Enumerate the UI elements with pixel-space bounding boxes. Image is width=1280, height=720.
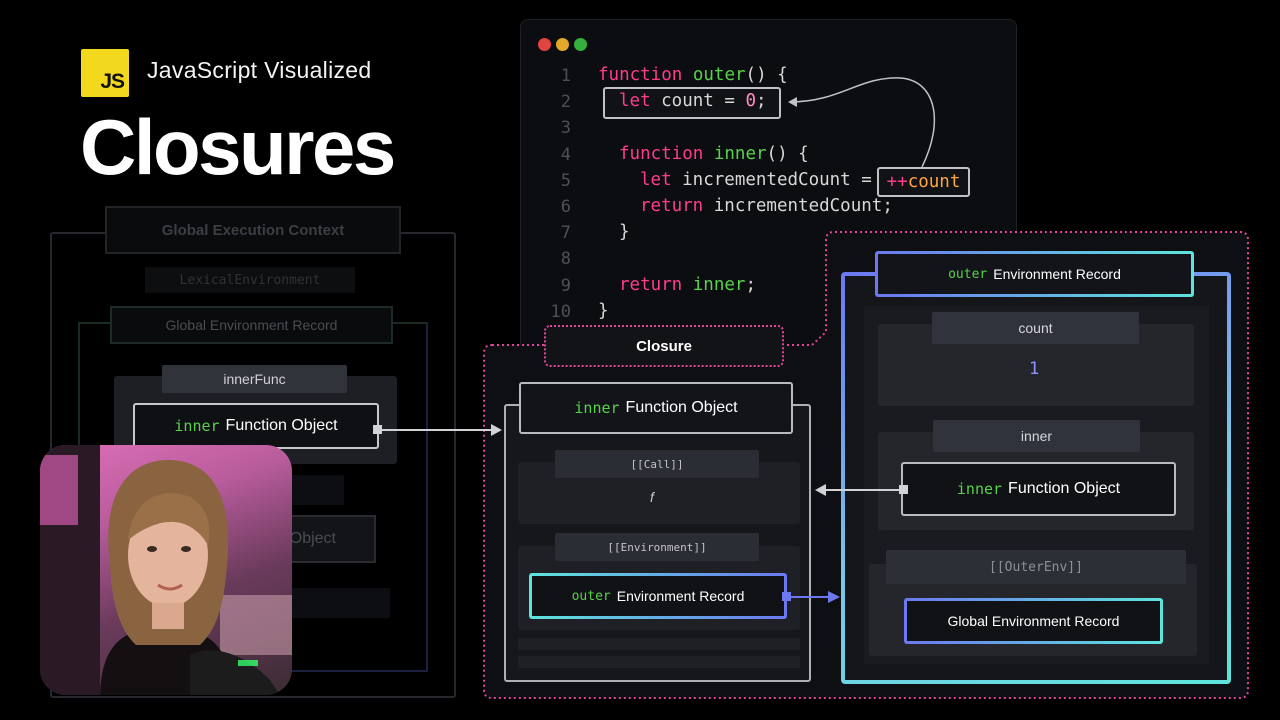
code-line-10: } bbox=[598, 301, 609, 321]
maximize-dot bbox=[574, 38, 587, 51]
faded-object-text: Object bbox=[289, 530, 336, 547]
global-environment-record-box: Global Environment Record bbox=[904, 598, 1163, 644]
code-line-9: return inner; bbox=[619, 275, 756, 295]
closure-label: Closure bbox=[636, 337, 692, 355]
line-number: 8 bbox=[560, 249, 571, 269]
code-line-1: function outer() { bbox=[598, 65, 788, 85]
code-line-4: function inner() { bbox=[619, 144, 809, 164]
page-title: Closures bbox=[80, 103, 396, 191]
environment-slot-label: [[Environment]] bbox=[555, 533, 759, 561]
presenter-silhouette bbox=[40, 445, 292, 695]
code-line-2: let count = 0; bbox=[619, 91, 767, 111]
closure-outer-env-record: outer Environment Record bbox=[529, 573, 787, 619]
count-declaration-highlight bbox=[603, 87, 781, 119]
line-number: 10 bbox=[550, 302, 571, 322]
line-number: 7 bbox=[560, 223, 571, 243]
code-line-7: } bbox=[619, 222, 630, 242]
outer-env-slot-label: [[OuterEnv]] bbox=[886, 550, 1186, 584]
line-number: 2 bbox=[560, 92, 571, 112]
inner-keyword: inner bbox=[174, 417, 220, 435]
code-line-6: return incrementedCount; bbox=[640, 196, 893, 216]
code-line-5: let incrementedCount = bbox=[640, 170, 883, 190]
count-value: 1 bbox=[1029, 359, 1040, 379]
function-object-text: Function Object bbox=[225, 417, 338, 434]
presenter-camera-feed bbox=[40, 445, 292, 695]
global-env-record-label: Global Environment Record bbox=[110, 306, 393, 344]
lexical-environment-label: LexicalEnvironment bbox=[145, 267, 355, 293]
global-inner-function-object: inner Function Object bbox=[133, 403, 379, 449]
minimize-dot bbox=[556, 38, 569, 51]
closure-inner-function-object: inner Function Object bbox=[519, 382, 793, 434]
closure-label-box: Closure bbox=[544, 325, 784, 367]
faded-row-2 bbox=[290, 588, 390, 618]
line-number: 5 bbox=[560, 171, 571, 191]
increment-count-highlight: ++count bbox=[877, 167, 970, 197]
outer-env-record-header: outer Environment Record bbox=[875, 251, 1194, 297]
line-number: 9 bbox=[560, 276, 571, 296]
line-number: 4 bbox=[560, 145, 571, 165]
series-title: JavaScript Visualized bbox=[147, 57, 372, 83]
closure-footer-row-2 bbox=[518, 656, 800, 668]
js-logo-text: JS bbox=[100, 70, 125, 93]
call-value: f bbox=[650, 489, 654, 505]
outer-inner-function-object: inner Function Object bbox=[901, 462, 1176, 516]
js-logo: JS bbox=[81, 49, 129, 97]
closure-footer-row-1 bbox=[518, 638, 800, 650]
global-execution-context-label: Global Execution Context bbox=[105, 206, 401, 254]
line-number: 3 bbox=[560, 118, 571, 138]
close-dot bbox=[538, 38, 551, 51]
inner-func-label: innerFunc bbox=[162, 365, 347, 393]
count-label: count bbox=[932, 312, 1139, 344]
line-number: 6 bbox=[560, 197, 571, 217]
line-number: 1 bbox=[560, 66, 571, 86]
inner-label: inner bbox=[933, 420, 1140, 452]
call-slot-label: [[Call]] bbox=[555, 450, 759, 478]
